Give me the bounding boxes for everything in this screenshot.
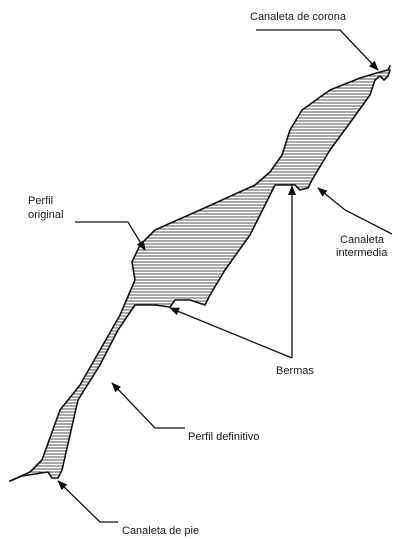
label-canaleta-pie: Canaleta de pie <box>122 525 199 537</box>
label-perfil-original-line2: original <box>28 209 63 221</box>
label-canaleta-intermedia-line2: intermedia <box>336 247 388 259</box>
excavation-hatch <box>10 66 390 481</box>
leader-perfil-original <box>75 221 146 251</box>
original-profile-line <box>9 65 391 482</box>
leader-perfil-definitivo <box>111 382 185 429</box>
label-perfil-definitivo: Perfil definitivo <box>188 431 260 443</box>
leader-canaleta-intermedia <box>317 187 393 235</box>
leader-bermas-2 <box>169 307 293 359</box>
leader-canaleta-corona <box>256 29 379 71</box>
label-bermas: Bermas <box>276 365 314 377</box>
definitive-profile-line <box>9 69 391 482</box>
label-perfil-original-line1: Perfil <box>28 195 53 207</box>
leader-canaleta-pie <box>57 480 118 523</box>
label-canaleta-corona: Canaleta de corona <box>250 11 347 23</box>
label-canaleta-intermedia-line1: Canaleta <box>340 234 385 246</box>
